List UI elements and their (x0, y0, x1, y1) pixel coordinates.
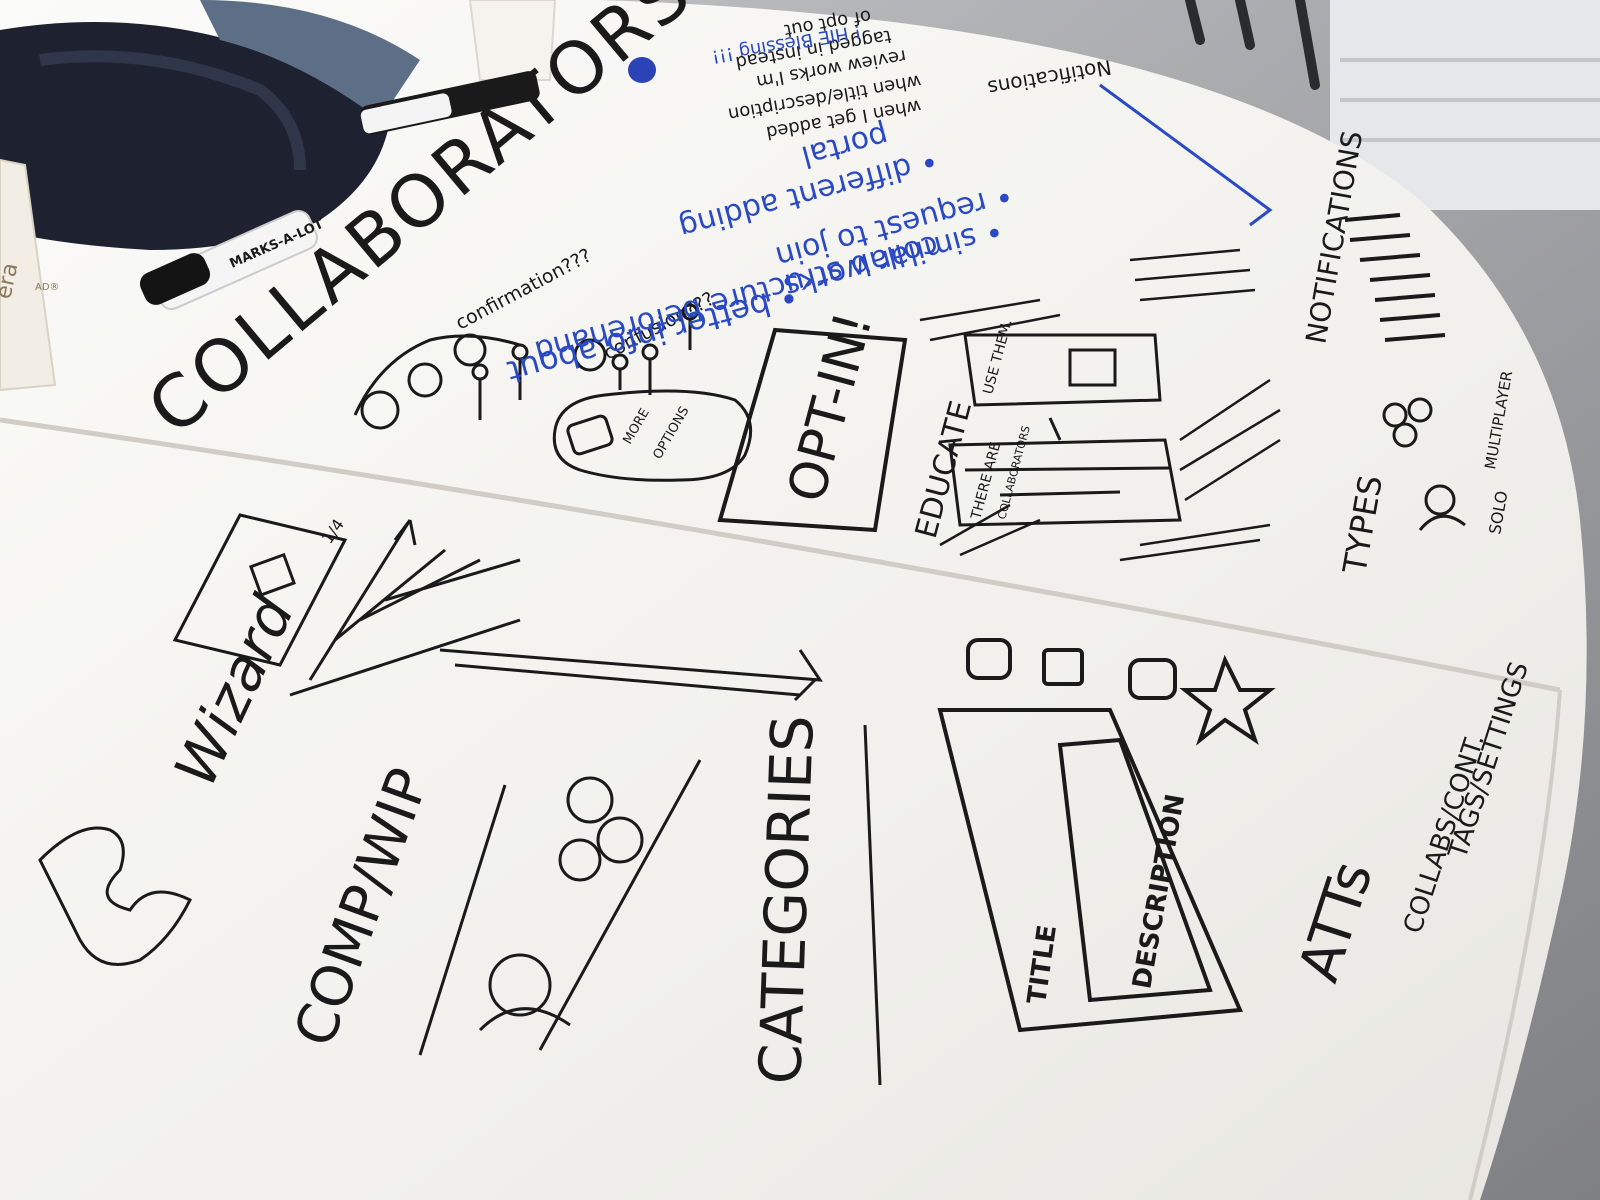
star-icon (1179, 654, 1276, 746)
cup-top (468, 0, 557, 81)
chat-icon (966, 638, 1012, 680)
comp-wip-divider-lines (289, 618, 702, 1056)
wizard-screen-sketch (172, 513, 348, 667)
chair-legs (1185, 0, 1320, 90)
wizard-character-sketch (38, 826, 193, 966)
crosshatch-sketch (919, 248, 1281, 562)
blue-marker (560, 46, 660, 83)
title-description-form (937, 708, 1243, 1033)
backpack (0, 0, 420, 250)
icons-row (966, 638, 1276, 746)
group-people-icon (558, 776, 644, 882)
single-person-icon (478, 953, 571, 1032)
cup-label-small: AD® (35, 282, 60, 293)
progress-arrows-sketch (308, 519, 823, 702)
table-seam (0, 417, 1561, 693)
categories-divider (863, 724, 882, 1086)
cup-label: era (0, 261, 23, 301)
notifications-lines (1344, 213, 1446, 342)
categories-label: CATEGORIES (746, 714, 827, 1085)
black-marker-top (360, 71, 540, 135)
collaborator-figures-sketch (353, 303, 699, 430)
paper-cup (0, 158, 57, 392)
blue-bracket (1099, 83, 1273, 227)
phone-sketch-left (948, 438, 1182, 527)
solo-person-icon (1418, 484, 1466, 531)
message-icon (1128, 658, 1177, 700)
dots-icon (1042, 648, 1084, 686)
phone-sketch-right (963, 333, 1162, 441)
multiplayer-people-icon (1382, 397, 1433, 448)
